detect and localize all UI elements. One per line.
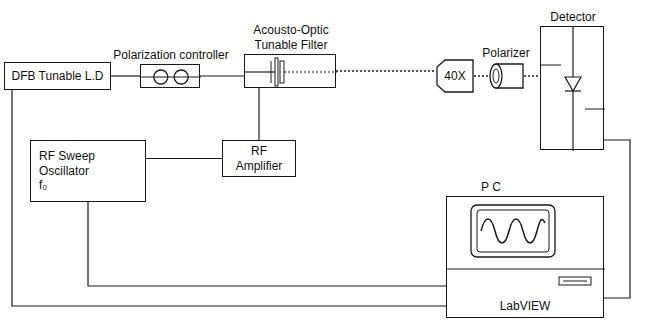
signal-line: [604, 140, 630, 298]
component-label: Polarization controller: [113, 48, 228, 62]
polarization-controller-symbol: [141, 65, 201, 89]
light-beam: [524, 75, 540, 76]
box-label: f₀: [39, 178, 47, 192]
node-content: [541, 27, 603, 149]
box-label: DFB Tunable L.D: [11, 69, 103, 83]
detector-symbol: [541, 27, 605, 151]
rf-oscillator: RF Sweep Oscillatorf₀: [30, 140, 146, 202]
polarizer: Polarizer: [488, 63, 524, 89]
signal-line: [12, 90, 446, 306]
box-label: 40X: [444, 69, 465, 83]
node-content: RF Amplifier: [223, 141, 295, 176]
signal-line: [111, 75, 140, 76]
objective-lens: 40X: [436, 59, 474, 93]
signal-line: [258, 88, 259, 140]
aotf-box: Acousto-Optic Tunable Filter: [244, 54, 336, 88]
light-beam: [474, 75, 488, 76]
box-label: RF Sweep Oscillator: [39, 149, 123, 178]
component-label: P C: [481, 180, 501, 194]
node-content: [245, 55, 335, 87]
box-label: RF Amplifier: [229, 144, 289, 173]
signal-line: [88, 202, 446, 286]
node-content: DFB Tunable L.D: [5, 63, 110, 89]
pc-computer: LabVIEWP C: [446, 196, 604, 318]
rf-amplifier: RF Amplifier: [222, 140, 296, 177]
component-label: Polarizer: [482, 46, 529, 60]
node-content: 40X: [436, 59, 474, 93]
node-content: [141, 65, 199, 87]
node-content: LabVIEW: [447, 197, 603, 317]
node-content: RF Sweep Oscillatorf₀: [31, 141, 145, 201]
polarization-controller: Polarization controller: [140, 64, 200, 88]
box-label: LabVIEW: [500, 299, 551, 313]
signal-line: [146, 158, 222, 159]
aotf-box-symbol: [245, 55, 337, 89]
node-content: [488, 63, 524, 89]
component-label: Detector: [550, 10, 595, 24]
laser-box: DFB Tunable L.D: [4, 62, 111, 90]
light-beam: [336, 70, 436, 71]
signal-line: [200, 75, 244, 76]
detector: Detector: [540, 26, 604, 150]
polarizer-symbol: [488, 63, 524, 89]
component-label: Acousto-Optic Tunable Filter: [241, 23, 341, 52]
